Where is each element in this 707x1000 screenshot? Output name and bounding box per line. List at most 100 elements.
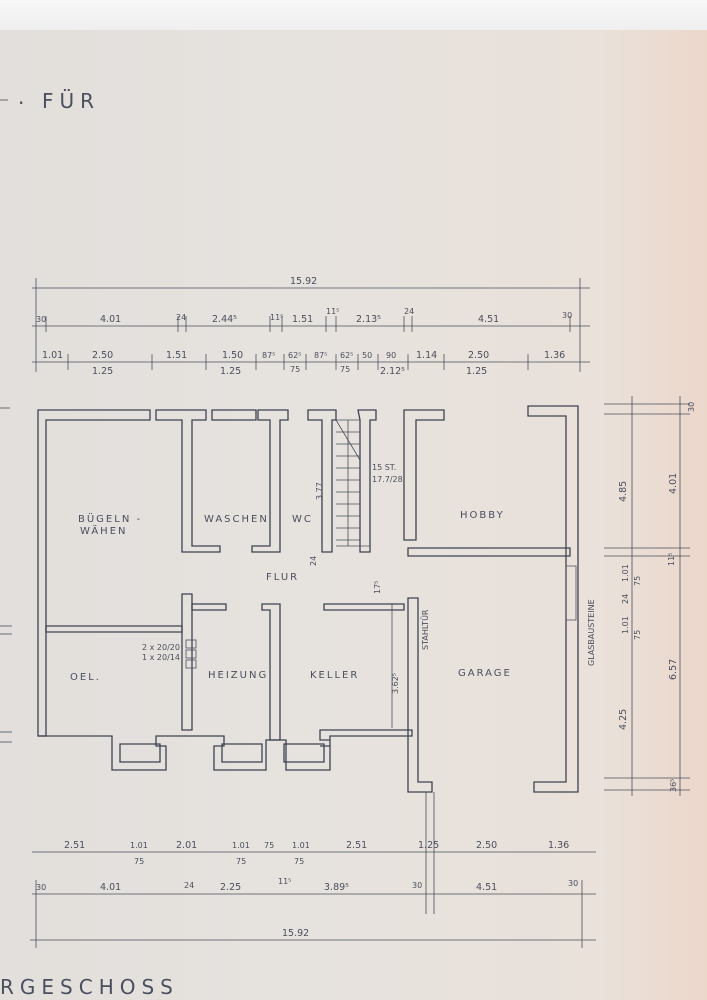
top-r2-0: 30: [36, 315, 46, 324]
bottom-r1b-2: 75: [294, 857, 304, 866]
right-inner-3: 75: [633, 576, 642, 586]
top-r3b-4: 2.12⁵: [380, 366, 405, 377]
margin-ticks: [0, 407, 12, 743]
top-r3b-5: 1.25: [466, 366, 487, 377]
stair-dim: 3.77: [315, 482, 324, 500]
top-r3b-2: 75: [290, 365, 300, 374]
right-inner-2: 1.01: [621, 616, 630, 634]
top-overall: 15.92: [290, 276, 317, 287]
bottom-r2-3: 2.25: [220, 882, 241, 893]
bottom-r1-0: 2.51: [64, 840, 85, 851]
scanner-margin: [0, 0, 707, 30]
top-r2-5: 1.51: [292, 314, 313, 325]
right-outer-a: 30: [687, 402, 696, 412]
bottom-r1-7: 1.25: [418, 840, 439, 851]
room-flur: FLUR: [266, 572, 299, 583]
bottom-r2-0: 30: [36, 883, 46, 892]
room-buegeln-line1: BÜGELN -: [78, 512, 142, 525]
top-r2-1: 4.01: [100, 314, 121, 325]
right-outer-d: 11⁵: [667, 553, 676, 566]
bottom-r2-2: 24: [184, 881, 194, 890]
room-wc: WC: [292, 514, 313, 525]
top-r3-1: 2.50: [92, 350, 113, 361]
top-r3b-3: 75: [340, 365, 350, 374]
glasbausteine-label: GLASBAUSTEINE: [587, 599, 596, 666]
bottom-r1b-1: 75: [236, 857, 246, 866]
bottom-r2-7: 4.51: [476, 882, 497, 893]
top-r2-8: 24: [404, 307, 414, 316]
bottom-r2-1: 4.01: [100, 882, 121, 893]
right-dimensions: 30 4.85 4.01 11⁵ 6.57 4.25 36⁵ 1.01 24 1…: [604, 396, 696, 796]
top-r2-4: 11⁵: [270, 313, 283, 322]
top-r3b-0: 1.25: [92, 366, 113, 377]
top-r3b-1: 1.25: [220, 366, 241, 377]
bottom-dimensions: 2.51 1.01 2.01 1.01 75 1.01 2.51 1.25 2.…: [30, 840, 596, 948]
bottom-r1b-0: 75: [134, 857, 144, 866]
footer-fragment: RGESCHOSS: [0, 975, 179, 999]
vent-blocks: [185, 639, 197, 669]
walls: [37, 405, 579, 914]
annotations: 15 ST. 17.7/28 3.77 24 2 x 20/20 1 x 20/…: [142, 463, 596, 728]
top-r2-7: 2.13⁵: [356, 314, 381, 325]
stair-dim-24: 24: [309, 556, 318, 566]
right-outer-f: 4.25: [618, 709, 629, 730]
top-r3-6: 87⁵: [314, 351, 327, 360]
bottom-overall: 15.92: [282, 928, 309, 939]
top-r2-9: 4.51: [478, 314, 499, 325]
keller-height: 3.62⁵: [391, 673, 400, 694]
bottom-r1-1: 1.01: [130, 841, 148, 850]
room-garage: GARAGE: [458, 668, 512, 679]
stahltuer-label: STAHLTÜR: [420, 609, 430, 650]
top-r2-3: 2.44⁵: [212, 314, 237, 325]
stair-rise-run: 17.7/28: [372, 475, 403, 484]
top-r3-5: 62⁵: [288, 351, 301, 360]
room-heizung: HEIZUNG: [208, 670, 268, 681]
bottom-r1-2: 2.01: [176, 840, 197, 851]
bottom-r2-4: 11⁵: [278, 877, 291, 886]
bottom-r2-8: 30: [568, 879, 578, 888]
vent-label-1: 2 x 20/20: [142, 643, 180, 652]
room-labels: BÜGELN - WÄHEN WASCHEN WC HOBBY FLUR OEL…: [70, 510, 512, 683]
top-r2-6: 11⁵: [326, 307, 339, 316]
right-outer-b: 4.85: [618, 481, 629, 502]
title-fragment: FÜR: [42, 89, 100, 113]
room-hobby: HOBBY: [460, 510, 505, 521]
top-r3-10: 1.14: [416, 350, 437, 361]
right-outer-g: 36⁵: [669, 779, 678, 792]
title-mark: .: [18, 85, 30, 109]
top-r3-12: 1.36: [544, 350, 565, 361]
vent-label-2: 1 x 20/14: [142, 653, 180, 662]
bottom-r1-4: 75: [264, 841, 274, 850]
top-r2-2: 24: [176, 313, 186, 322]
top-r3-0: 1.01: [42, 350, 63, 361]
room-oel: OEL.: [70, 672, 101, 683]
keller-width: 17⁵: [373, 581, 382, 594]
top-r2-10: 30: [562, 311, 572, 320]
bottom-r1-8: 2.50: [476, 840, 497, 851]
bottom-r1-9: 1.36: [548, 840, 569, 851]
right-inner-1: 24: [621, 594, 630, 604]
top-r3-8: 50: [362, 351, 372, 360]
bottom-r1-6: 2.51: [346, 840, 367, 851]
bottom-r1-5: 1.01: [292, 841, 310, 850]
top-r3-9: 90: [386, 351, 396, 360]
top-r3-3: 1.50: [222, 350, 243, 361]
stair-steps: 15 ST.: [372, 463, 396, 472]
right-inner-0: 1.01: [621, 564, 630, 582]
top-r3-2: 1.51: [166, 350, 187, 361]
room-buegeln-line2: WÄHEN: [80, 524, 128, 537]
bottom-r2-6: 30: [412, 881, 422, 890]
right-outer-c: 4.01: [668, 473, 679, 494]
right-inner-4: 75: [633, 630, 642, 640]
right-outer-e: 6.57: [668, 659, 679, 680]
room-keller: KELLER: [310, 670, 359, 681]
room-waschen: WASCHEN: [204, 514, 269, 525]
bottom-r2-5: 3.89⁵: [324, 882, 349, 893]
staircase: [335, 419, 370, 547]
top-r3-4: 87⁵: [262, 351, 275, 360]
top-dimensions: 15.92 30 4.01 24 2.44⁵ 11⁵ 1.51 11⁵ 2.13…: [32, 276, 590, 377]
top-r3-7: 62⁵: [340, 351, 353, 360]
bottom-r1-3: 1.01: [232, 841, 250, 850]
